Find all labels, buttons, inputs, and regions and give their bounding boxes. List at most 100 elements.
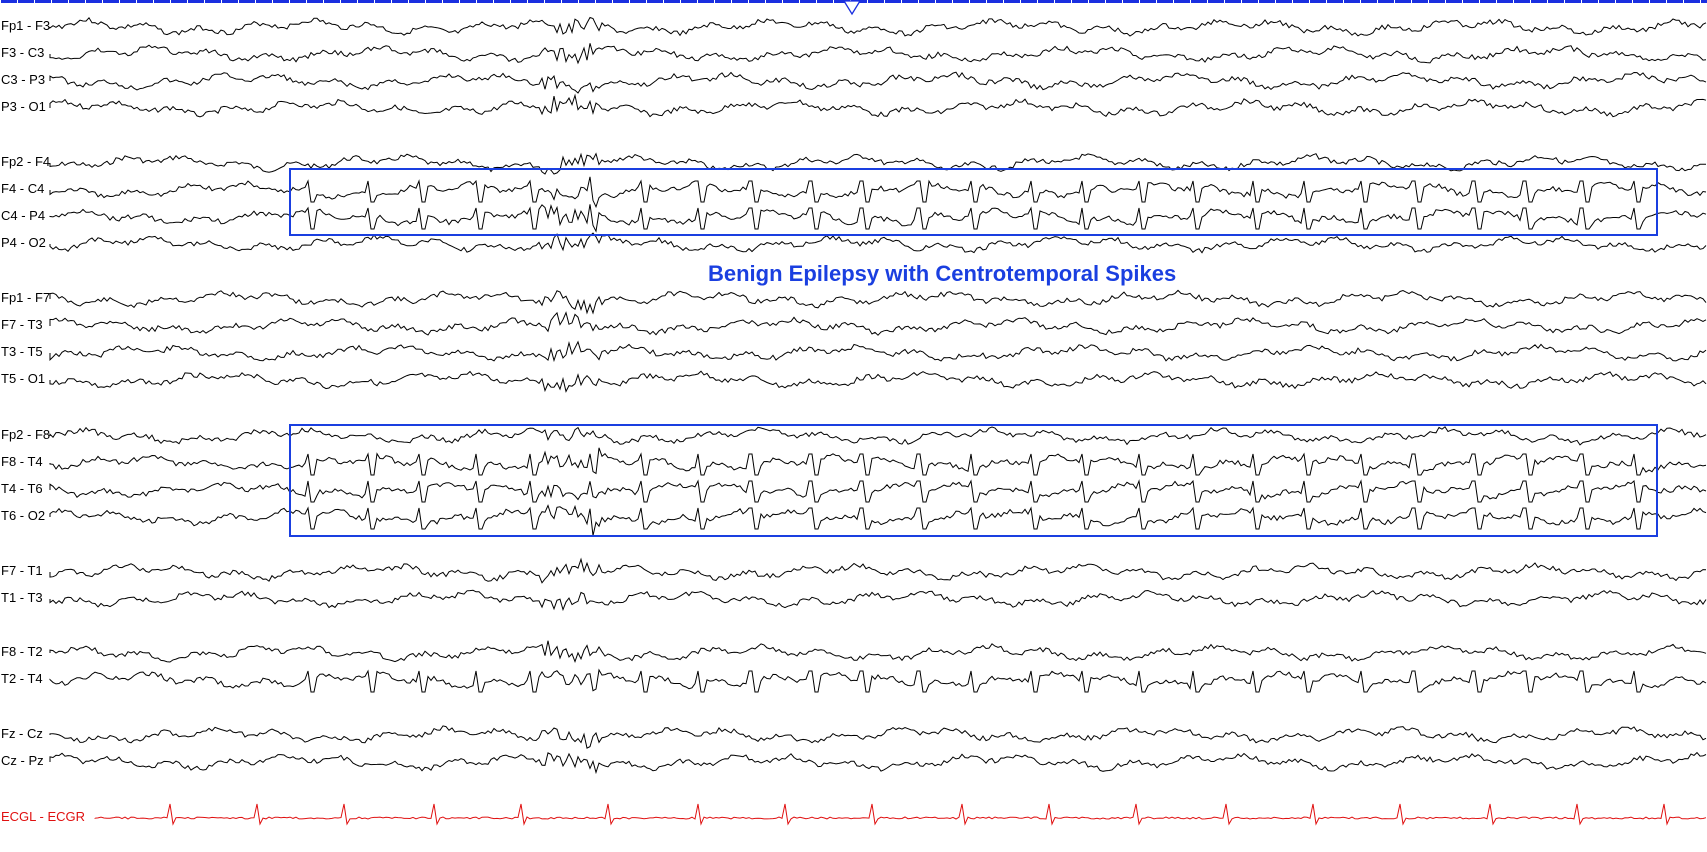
eeg-trace	[49, 152, 1707, 175]
eeg-trace	[49, 479, 1707, 503]
channel-label: Cz - Pz	[1, 753, 44, 768]
ruler-tick	[612, 0, 613, 3]
ruler-tick	[1156, 0, 1157, 3]
spike-highlight-box-centroparietal	[289, 168, 1658, 236]
ruler-tick	[595, 0, 596, 3]
eeg-trace	[49, 71, 1707, 94]
channel-label: T6 - O2	[1, 508, 46, 523]
channel-label: F3 - C3	[1, 45, 45, 60]
ruler-tick	[714, 0, 715, 3]
ruler-tick	[1411, 0, 1412, 3]
eeg-trace	[49, 589, 1707, 612]
ruler-tick	[221, 0, 222, 3]
ruler-tick	[102, 0, 103, 3]
ruler-tick	[272, 0, 273, 3]
ruler-tick	[170, 0, 171, 3]
ruler-tick	[578, 0, 579, 3]
ruler-tick	[1547, 0, 1548, 3]
eeg-trace	[49, 557, 1707, 584]
ruler-tick	[1088, 0, 1089, 3]
channel-label: T1 - T3	[1, 590, 43, 605]
channel-label: F7 - T3	[1, 317, 43, 332]
ruler-tick	[1190, 0, 1191, 3]
ruler-tick	[68, 0, 69, 3]
ruler-tick	[17, 0, 18, 3]
eeg-trace	[49, 751, 1707, 775]
spike-highlight-box-temporal	[289, 424, 1658, 537]
channel-label: F8 - T2	[1, 644, 43, 659]
time-cursor-icon[interactable]	[843, 0, 863, 16]
ruler-tick	[765, 0, 766, 3]
ruler-tick	[663, 0, 664, 3]
ruler-tick	[884, 0, 885, 3]
channel-label: C3 - P3	[1, 72, 46, 87]
ruler-tick	[952, 0, 953, 3]
ruler-tick	[1139, 0, 1140, 3]
channel-label: C4 - P4	[1, 208, 46, 223]
ruler-tick	[527, 0, 528, 3]
ruler-tick	[289, 0, 290, 3]
ruler-tick	[1615, 0, 1616, 3]
eeg-trace	[49, 340, 1707, 363]
eeg-trace	[49, 289, 1707, 315]
ruler-tick	[1207, 0, 1208, 3]
ruler-tick	[561, 0, 562, 3]
ruler-tick	[1649, 0, 1650, 3]
channel-label: Fz - Cz	[1, 726, 43, 741]
ruler-tick	[833, 0, 834, 3]
ruler-tick	[1054, 0, 1055, 3]
ruler-tick	[731, 0, 732, 3]
channel-label: T3 - T5	[1, 344, 43, 359]
annotation-title: Benign Epilepsy with Centrotemporal Spik…	[708, 261, 1177, 286]
ruler-tick	[1241, 0, 1242, 3]
ruler-tick	[680, 0, 681, 3]
channel-label: F7 - T1	[1, 563, 43, 578]
ruler-tick	[1173, 0, 1174, 3]
ruler-tick	[816, 0, 817, 3]
eeg-trace	[49, 311, 1707, 336]
ruler-tick	[425, 0, 426, 3]
ruler-tick	[204, 0, 205, 3]
eeg-trace	[49, 232, 1707, 254]
eeg-trace	[49, 43, 1707, 65]
ruler-tick	[1462, 0, 1463, 3]
ruler-tick	[459, 0, 460, 3]
channel-label: T2 - T4	[1, 671, 43, 686]
ruler-tick	[1105, 0, 1106, 3]
channel-label: Fp1 - F3	[1, 18, 51, 33]
ruler-tick	[1683, 0, 1684, 3]
ruler-tick	[238, 0, 239, 3]
channel-label: P3 - O1	[1, 99, 46, 114]
ruler-tick	[357, 0, 358, 3]
ruler-tick	[1598, 0, 1599, 3]
ruler-tick	[255, 0, 256, 3]
ruler-tick	[1309, 0, 1310, 3]
channel-label: ECGL - ECGR	[1, 809, 86, 824]
ruler-tick	[51, 0, 52, 3]
eeg-trace	[49, 93, 1707, 118]
ruler-tick	[969, 0, 970, 3]
ruler-tick	[442, 0, 443, 3]
ruler-tick	[476, 0, 477, 3]
ruler-tick	[153, 0, 154, 3]
ruler-tick	[1037, 0, 1038, 3]
ruler-tick	[136, 0, 137, 3]
channel-label: F4 - C4	[1, 181, 45, 196]
ruler-tick	[782, 0, 783, 3]
ruler-tick	[391, 0, 392, 3]
eeg-trace	[49, 447, 1707, 476]
channel-label: T5 - O1	[1, 371, 46, 386]
ruler-tick	[1564, 0, 1565, 3]
ruler-tick	[34, 0, 35, 3]
ruler-tick	[1700, 0, 1701, 3]
eeg-trace	[49, 204, 1707, 233]
ruler-tick	[646, 0, 647, 3]
ruler-tick	[340, 0, 341, 3]
ruler-tick	[1071, 0, 1072, 3]
ruler-tick	[1666, 0, 1667, 3]
ruler-tick	[748, 0, 749, 3]
ruler-tick	[1122, 0, 1123, 3]
ruler-tick	[1292, 0, 1293, 3]
